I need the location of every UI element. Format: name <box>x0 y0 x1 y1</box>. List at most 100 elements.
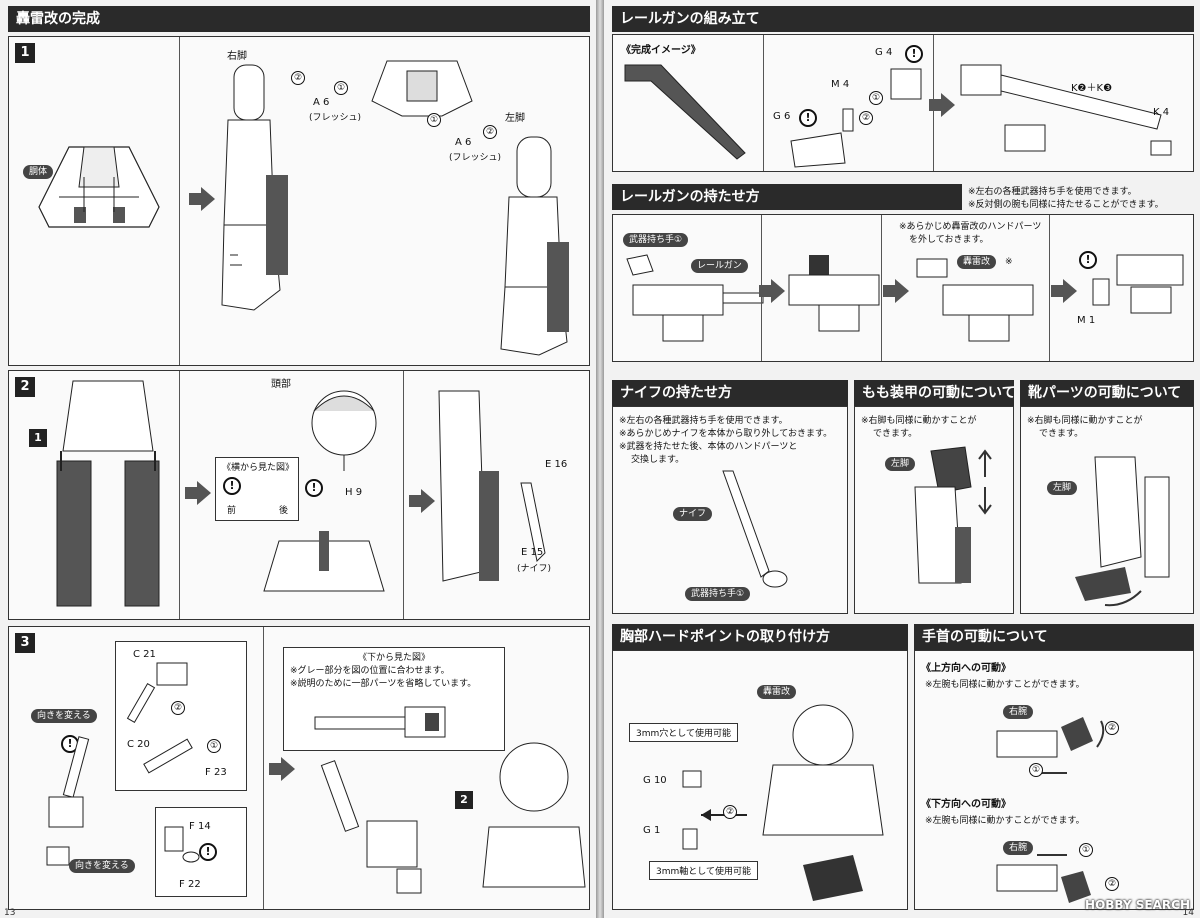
railgun-parts-illustration <box>790 68 922 168</box>
divider <box>881 215 882 361</box>
bottom-view-title: 《下から見た図》 <box>357 653 430 663</box>
part-g10: G 10 <box>643 775 667 786</box>
part-a6-lower: A 6 <box>455 137 472 148</box>
order-1: ① <box>1079 843 1093 857</box>
right-arm-label: 右腕 <box>1003 705 1034 719</box>
left-leg-illustration <box>500 136 569 356</box>
side-view-title: 《横から見た図》 <box>222 463 295 473</box>
order-1: ① <box>1029 763 1043 777</box>
turn-label-1: 向きを変える <box>31 709 97 723</box>
weapon-hand-label: 武器持ち手① <box>685 587 751 601</box>
part-a6-upper: A 6 <box>313 97 330 108</box>
thigh-note-2: できます。 <box>873 429 918 439</box>
goraikai-chest-illustration <box>762 704 884 901</box>
turn-label-2: 向きを変える <box>69 859 135 873</box>
pre-note-2: を外しておきます。 <box>909 235 989 245</box>
knife-note-2: ※あらかじめナイフを本体から取り外しておきます。 <box>619 429 833 439</box>
front-label: 前 <box>227 506 237 516</box>
completed-image-label: 《完成イメージ》 <box>621 45 701 56</box>
order-2: ② <box>723 805 737 819</box>
order-1: ① <box>869 91 883 105</box>
boot-parts-header: 靴パーツの可動について <box>1020 380 1194 406</box>
divider <box>263 627 264 909</box>
step2-panel: 2 1 頭部 《横から見た図》 ! 前 後 ! H 9 <box>8 370 590 620</box>
boot-note-1: ※右脚も同様に動かすことが <box>1027 416 1143 426</box>
leg-knife-illustration <box>438 390 499 582</box>
chest-hardpoint-header: 胸部ハードポイントの取り付け方 <box>612 624 908 650</box>
c21-part <box>126 662 188 724</box>
knife-note-3: ※武器を持たせた後、本体のハンドパーツと <box>619 442 798 452</box>
divider <box>179 37 180 365</box>
divider <box>403 371 404 619</box>
part-m1: M 1 <box>1077 315 1096 326</box>
left-leg-label: 左脚 <box>505 113 525 124</box>
caution-icon: ! <box>305 479 323 497</box>
wrist-header: 手首の可動について <box>914 624 1194 650</box>
divider <box>933 35 934 171</box>
wrist-up-illustration <box>996 717 1105 774</box>
hand-swap-illustration <box>1092 254 1184 314</box>
goraikai-label: 轟雷改 <box>757 685 797 699</box>
flow-arrow <box>189 187 215 211</box>
flow-arrow <box>883 279 909 303</box>
boot-illustration <box>1075 456 1170 607</box>
part-c21: C 21 <box>133 649 156 660</box>
caution-icon: ! <box>223 477 241 495</box>
thigh-note-1: ※右脚も同様に動かすことが <box>861 416 977 426</box>
wrist-panel: 《上方向への可動》 ※左腕も同様に動かすことができます。 右腕 ② ① 《下方向… <box>914 650 1194 910</box>
thigh-armor-header: もも装甲の可動について <box>854 380 1014 406</box>
bottom-view-cannon <box>314 706 446 738</box>
divider <box>761 215 762 361</box>
order-3: ① <box>427 113 441 127</box>
order-2: ② <box>171 701 185 715</box>
axis-3mm-box: 3mm軸として使用可能 <box>649 861 758 880</box>
upward-title: 《上方向への可動》 <box>921 663 1011 674</box>
flow-arrow <box>269 757 295 781</box>
divider <box>763 35 764 171</box>
torso-illustration <box>38 146 160 228</box>
railgun-hand-attached-illustration <box>788 255 880 332</box>
right-leg-illustration <box>221 64 288 311</box>
legs-illustration <box>56 380 160 607</box>
step1-panel: 1 胴体 右脚 ② ① A 6 (フレッシュ) ① ② 左脚 <box>8 36 590 366</box>
caution-icon: ! <box>1079 251 1097 269</box>
boot-parts-panel: ※右脚も同様に動かすことが できます。 左脚 <box>1020 406 1194 614</box>
head-illustration <box>311 390 377 471</box>
railgun-label: レールガン <box>691 259 748 273</box>
order-2: ② <box>1105 721 1119 735</box>
railgun-assembly-panel: 《完成イメージ》 G 4 ! M 4 ① ② G 6 ! K❷＋K❸ K 4 <box>612 34 1194 172</box>
cannon-illustration <box>46 736 90 866</box>
part-f14: F 14 <box>189 821 211 832</box>
pre-note-1: ※あらかじめ轟雷改のハンドパーツ <box>899 222 1042 232</box>
part-g1: G 1 <box>643 825 661 836</box>
head-label: 頭部 <box>271 379 291 390</box>
divider <box>1049 215 1050 361</box>
knife-note-4: 交換します。 <box>631 455 685 465</box>
flow-arrow <box>1051 279 1077 303</box>
right-leg-label: 右脚 <box>227 51 247 62</box>
railgun-assembly-header: レールガンの組み立て <box>612 6 1194 32</box>
part-g6: G 6 <box>773 111 791 122</box>
part-e15: E 15 <box>521 547 544 558</box>
part-k4: K 4 <box>1153 107 1170 118</box>
thigh-armor-illustration <box>914 446 992 584</box>
railgun-complete-illustration <box>624 64 746 160</box>
grip-part <box>164 826 200 863</box>
left-page: 轟雷改の完成 1 胴体 右脚 ② ① A 6 (フレッシュ) <box>0 0 596 918</box>
knife-label: ナイフ <box>673 507 713 521</box>
wrist-down-illustration <box>996 854 1091 903</box>
right-arm-label: 右腕 <box>1003 841 1034 855</box>
flow-arrow <box>409 489 435 513</box>
flow-arrow <box>185 481 211 505</box>
thigh-armor-panel: ※右脚も同様に動かすことが できます。 左脚 <box>854 406 1014 614</box>
bottom-view-box: 《下から見た図》 ※グレー部分を図の位置に合わせます。 ※説明のために一部パーツ… <box>283 647 505 751</box>
order-2: ② <box>859 111 873 125</box>
bottom-note-2: ※説明のために一部パーツを省略しています。 <box>290 679 477 689</box>
goraikai-label: 轟雷改 <box>957 255 997 269</box>
figure-illustration <box>482 742 586 888</box>
hole-3mm-box: 3mm穴として使用可能 <box>629 723 738 742</box>
order-4: ② <box>483 125 497 139</box>
weapon-hand-label: 武器持ち手① <box>623 233 689 247</box>
railgun-holding-panel: 武器持ち手① レールガン ※あらかじめ轟雷改のハンドパーツ を外しておきます。 … <box>612 214 1194 362</box>
flow-arrow <box>759 279 785 303</box>
